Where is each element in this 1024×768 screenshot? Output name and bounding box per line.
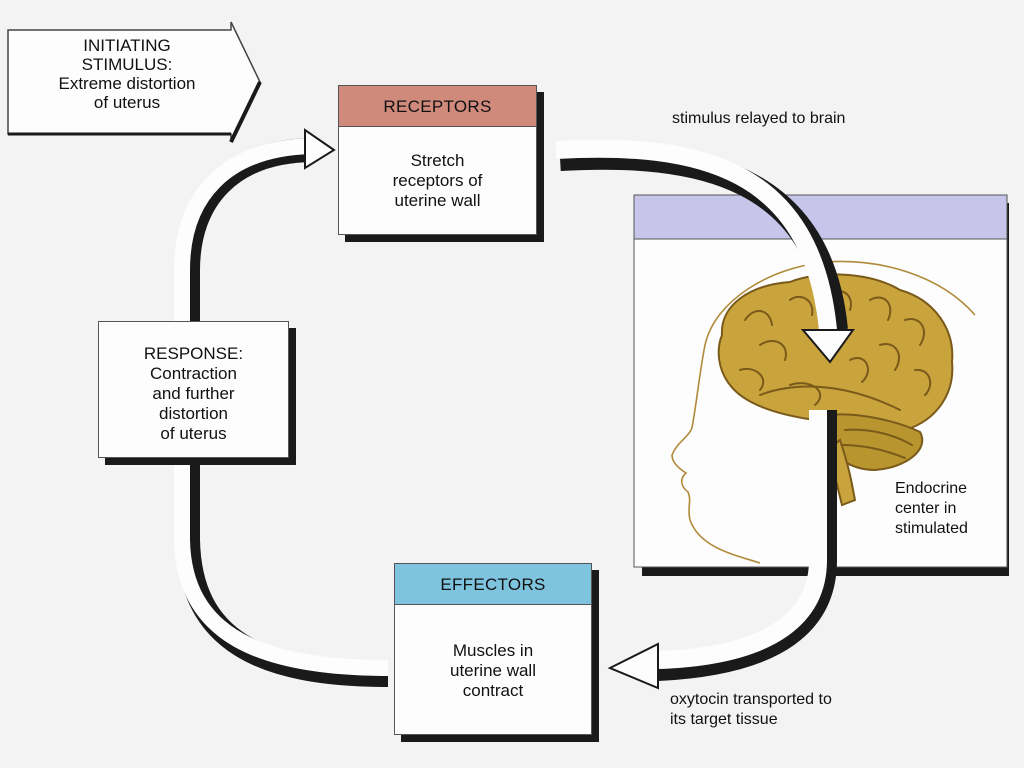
endocrine-label-line: Endocrine [895,480,968,497]
oxytocin-label-line: its target tissue [670,711,778,728]
receptors-header: RECEPTORS [339,86,536,127]
relay-arrowhead [800,329,855,364]
endocrine-label-line: center in [895,500,957,517]
receptors-line: receptors of [392,171,483,190]
effectors-line: contract [462,681,524,700]
stimulus-line: of uterus [93,93,161,112]
relay-arrow [555,139,837,331]
stimulus-line: Extreme distortion [58,74,196,93]
oxytocin-arrowhead [607,642,659,690]
effectors-line: uterine wall [450,661,536,680]
stimulus-line: STIMULUS: [81,55,173,74]
endocrine-label-line: stimulated [895,520,968,537]
response-up-arrow [174,138,313,322]
relay-label: stimulus relayed to brain [672,110,846,127]
effectors-line: Muscles in [452,641,534,660]
stimulus-line: INITIATING [83,36,171,55]
effector-return-arrow [174,460,389,676]
effector-return-arrow-shadow [176,462,389,687]
response-line: Contraction [150,364,237,383]
response-box: RESPONSE: Contraction and further distor… [98,321,289,458]
receptors-line: uterine wall [394,191,481,210]
receptors-box: RECEPTORS Stretch receptors of uterine w… [338,85,537,235]
receptors-line: Stretch [410,151,465,170]
oxytocin-label: oxytocin transported to its target tissu… [670,690,832,730]
response-line: RESPONSE: [143,344,244,363]
oxytocin-arrow [657,410,827,669]
initiating-stimulus-text: INITIATING STIMULUS: Extreme distortion … [12,36,242,112]
oxytocin-label-line: oxytocin transported to [670,691,832,708]
response-up-arrowhead [304,128,336,170]
endocrine-label: Endocrine center in stimulated [895,479,968,539]
response-line: of uterus [160,424,227,443]
effectors-header: EFFECTORS [395,564,591,605]
effectors-box: EFFECTORS Muscles in uterine wall contra… [394,563,592,735]
response-line: and further [152,384,235,403]
response-up-arrow-shadow [176,138,316,322]
response-line: distortion [159,404,228,423]
initiating-stimulus-arrow [7,21,262,143]
